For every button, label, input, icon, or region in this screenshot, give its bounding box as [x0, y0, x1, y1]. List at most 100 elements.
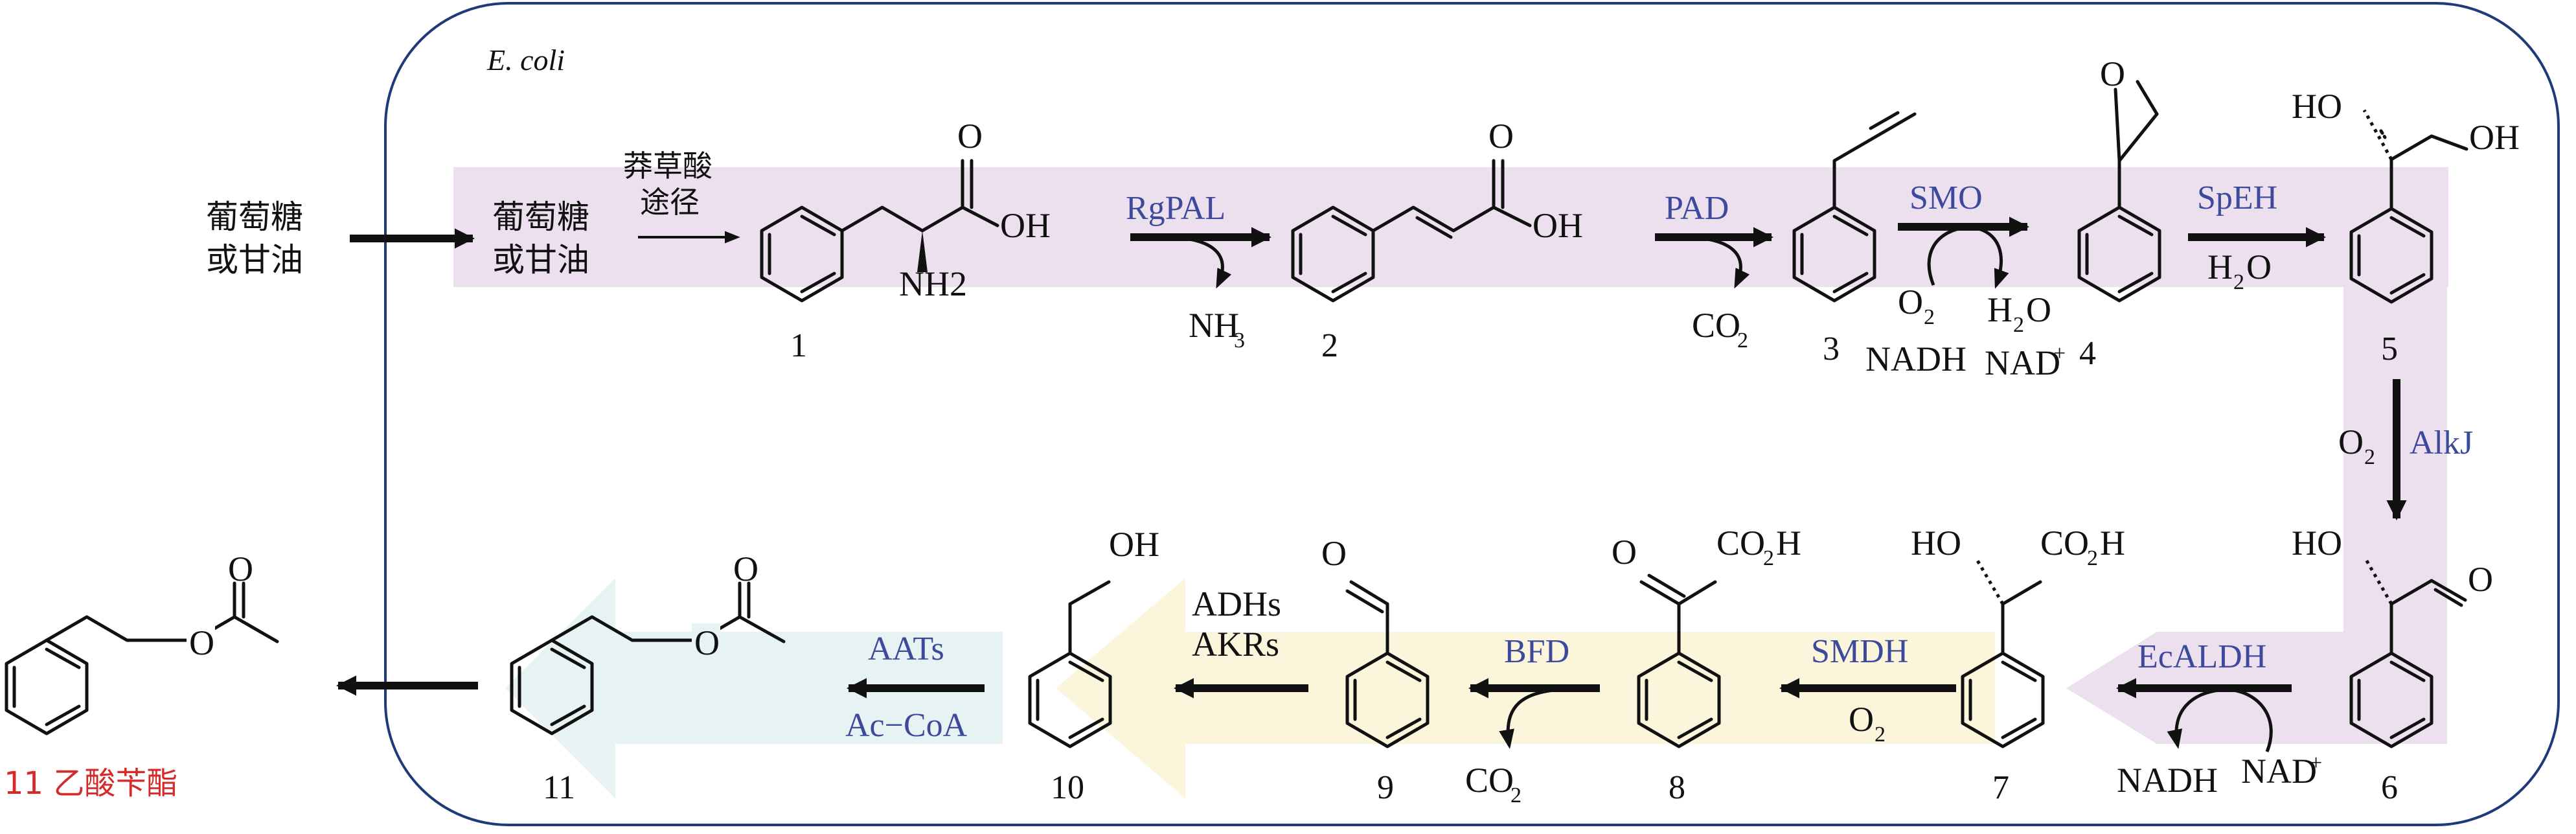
cofactor-H2O-SMO-tail: O [2026, 290, 2051, 329]
enzyme-EcALDH: EcALDH [2137, 638, 2266, 675]
compound-11-outside-O-carbonyl: O [228, 550, 253, 588]
compound-9 [1345, 580, 1430, 748]
compound-9-number: 9 [1377, 769, 1394, 806]
compound-5 [2349, 109, 2468, 304]
compound-4 [2077, 80, 2161, 303]
cofactor-NAD-EcALDH: NAD [2241, 752, 2317, 791]
compound-6-number: 6 [2381, 769, 2398, 806]
cofactor-O2-SMO: O [1898, 283, 1923, 321]
compound-2-O: O [1488, 117, 1514, 156]
curl-EcALDH-out [2167, 688, 2229, 749]
cofactor-CO2-BFD-sub: 2 [1510, 783, 1522, 807]
compound-8 [1637, 573, 1721, 748]
cofactor-O2-SMO-sub: 2 [1924, 305, 1935, 329]
compound-11-inside-O-ester: O [694, 623, 720, 662]
compound-7-HO: HO [1911, 524, 1961, 562]
cofactor-CO2-BFD: CO [1465, 761, 1514, 800]
curl-BFD [1499, 688, 1562, 749]
cofactor-O2-AlkJ: O [2338, 423, 2364, 461]
compound-6 [2349, 557, 2467, 748]
compound-8-O: O [1612, 533, 1637, 572]
organism-label: E. coli [486, 43, 565, 76]
curl-SMO-out [1968, 225, 2009, 289]
cofactor-H2O-SpEH: H [2207, 248, 2233, 286]
enzyme-ADHs: ADHs [1192, 585, 1281, 623]
compound-5-HO: HO [2292, 87, 2342, 126]
compound-9-O: O [1321, 534, 1347, 573]
enzyme-SMO: SMO [1909, 180, 1983, 216]
compound-5-number: 5 [2381, 330, 2398, 367]
compound-11-inside-O-carbonyl: O [733, 550, 758, 588]
compound-1-OH: OH [1000, 206, 1051, 245]
enzyme-AATs: AATs [868, 631, 944, 667]
compound-4-number: 4 [2079, 335, 2096, 372]
compound-11-outside-O-ester: O [189, 623, 214, 662]
cofactor-NADH-EcALDH: NADH [2117, 761, 2218, 800]
cofactor-O2-SMDH-sub: 2 [1875, 723, 1886, 747]
compound-11-inside [510, 581, 786, 736]
cofactor-NH3: NH [1189, 306, 1239, 345]
cofactor-H2O-SMO-sub: 2 [2013, 313, 2024, 337]
compound-8-CO-tail: H [1776, 524, 1801, 562]
band-top [453, 167, 2448, 287]
compound-6-O: O [2468, 560, 2493, 599]
enzyme-SpEH: SpEH [2197, 180, 2277, 216]
enzyme-RgPAL: RgPAL [1126, 190, 1225, 227]
compound-4-O: O [2100, 54, 2125, 93]
cofactor-H2O-SMO: H [1987, 290, 2012, 329]
compound-2-number: 2 [1321, 327, 1338, 364]
compound-10-OH: OH [1109, 525, 1159, 564]
cofactor-NH3-sub: 3 [1234, 329, 1245, 353]
product-label: 11 乙酸苄酯 [4, 765, 177, 802]
compound-10 [1028, 580, 1112, 748]
curl-EcALDH-in [2228, 688, 2273, 752]
cofactor-NADH-SMO: NADH [1865, 340, 1966, 378]
compound-7-CO: CO [2040, 524, 2089, 562]
enzyme-SMDH: SMDH [1811, 633, 1908, 670]
cofactor-H2O-SpEH-sub: 2 [2233, 270, 2244, 294]
outside-source-line2: 或甘油 [206, 241, 303, 279]
compound-11-outside [5, 581, 279, 736]
cofactor-CO2-PAD: CO [1692, 306, 1740, 345]
band-lower-cyan [505, 578, 1003, 798]
compound-7-CO-sub: 2 [2087, 546, 2098, 570]
cofactor-O2-AlkJ-sub: 2 [2364, 445, 2375, 469]
cofactor-NAD-SMO: NAD [1985, 343, 2060, 382]
enzyme-AlkJ: AlkJ [2410, 424, 2473, 461]
cofactor-O2-SMDH: O [1849, 700, 1874, 739]
enzyme-BFD: BFD [1504, 633, 1569, 670]
compound-11-inside-number: 11 [543, 769, 575, 806]
compound-2 [1291, 159, 1532, 303]
cofactor-CO2-PAD-sub: 2 [1737, 329, 1748, 353]
compound-1-number: 1 [790, 327, 807, 364]
inside-source-line1: 葡萄糖 [492, 198, 589, 236]
compound-8-number: 8 [1669, 769, 1685, 806]
compound-6-HO: HO [2292, 524, 2342, 562]
inside-source-line2: 或甘油 [492, 241, 589, 279]
enzyme-AKRs: AKRs [1192, 625, 1279, 664]
compound-10-number: 10 [1051, 769, 1084, 806]
compound-7 [1961, 556, 2045, 748]
curl-RgPAL [1172, 235, 1232, 289]
shikimate-label-line1: 莽草酸 [623, 148, 712, 183]
enzyme-PAD: PAD [1665, 190, 1729, 227]
compound-8-CO: CO [1716, 524, 1765, 562]
compound-3 [1792, 111, 1917, 303]
cofactor-NAD-EcALDH-sup: + [2310, 751, 2322, 775]
ecoli-cell-boundary [384, 2, 2560, 826]
compound-11-inside-O-bg [692, 623, 720, 657]
curl-PAD [1690, 235, 1750, 289]
compound-1 [760, 159, 999, 303]
curl-SMO-in [1927, 225, 1970, 286]
compound-7-number: 7 [1992, 769, 2009, 806]
compound-3-number: 3 [1823, 330, 1840, 367]
compound-8-CO-sub: 2 [1763, 546, 1774, 570]
compound-2-OH: OH [1533, 206, 1583, 245]
enzyme-AcCoA: Ac−CoA [845, 707, 968, 744]
compound-1-NH2: NH2 [899, 264, 967, 303]
compound-7-CO-tail: H [2100, 524, 2125, 562]
compound-1-O: O [957, 117, 983, 156]
outside-source-line1: 葡萄糖 [206, 198, 303, 236]
